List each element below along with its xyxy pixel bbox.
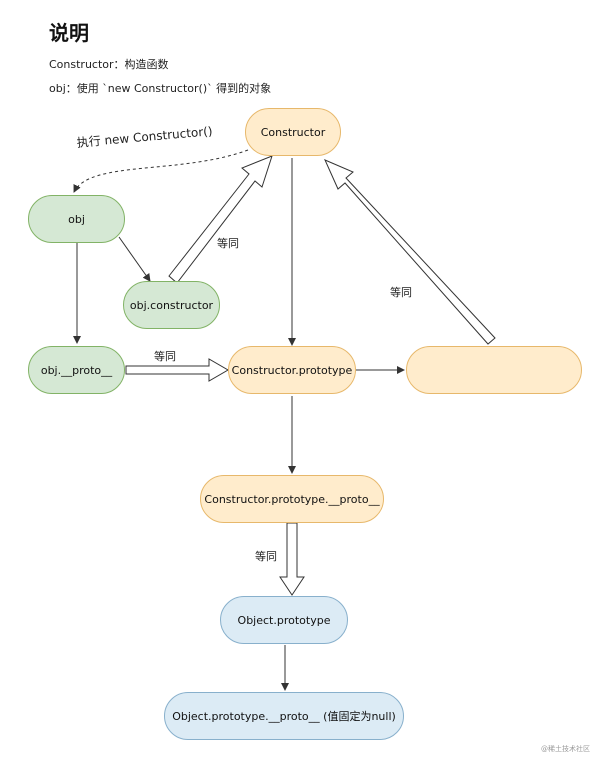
equal-arrow-proto — [125, 358, 229, 382]
node-prototype-constrctor — [406, 346, 582, 394]
label-equal-1: 等同 — [217, 237, 239, 250]
node-object-prototype-proto: Object.prototype.__proto__ (值固定为null) — [164, 692, 404, 740]
node-obj: obj — [28, 195, 125, 243]
node-obj-proto: obj.__proto__ — [28, 346, 125, 394]
equal-arrow-objconstructor — [168, 155, 273, 284]
node-constructor-prototype: Constructor.prototype — [228, 346, 356, 394]
node-obj-constructor: obj.constructor — [123, 281, 220, 329]
edge-obj-to-constructor — [118, 236, 151, 282]
equal-arrow-constrctor — [324, 159, 496, 345]
node-prototype-proto: Constructor.prototype.__proto__ — [200, 475, 384, 523]
watermark: @稀土技术社区 — [541, 745, 590, 753]
legend-constructor: Constructor：构造函数 — [49, 58, 169, 71]
page-title: 说明 — [49, 21, 89, 45]
legend-obj: obj：使用 `new Constructor()` 得到的对象 — [49, 82, 272, 95]
node-constructor: Constructor — [245, 108, 341, 156]
edge-new-constructor — [73, 149, 249, 193]
equal-arrow-object — [279, 522, 305, 596]
label-equal-4: 等同 — [255, 550, 277, 563]
label-equal-3: 等同 — [390, 286, 412, 299]
label-equal-2: 等同 — [154, 350, 176, 363]
node-object-prototype: Object.prototype — [220, 596, 348, 644]
